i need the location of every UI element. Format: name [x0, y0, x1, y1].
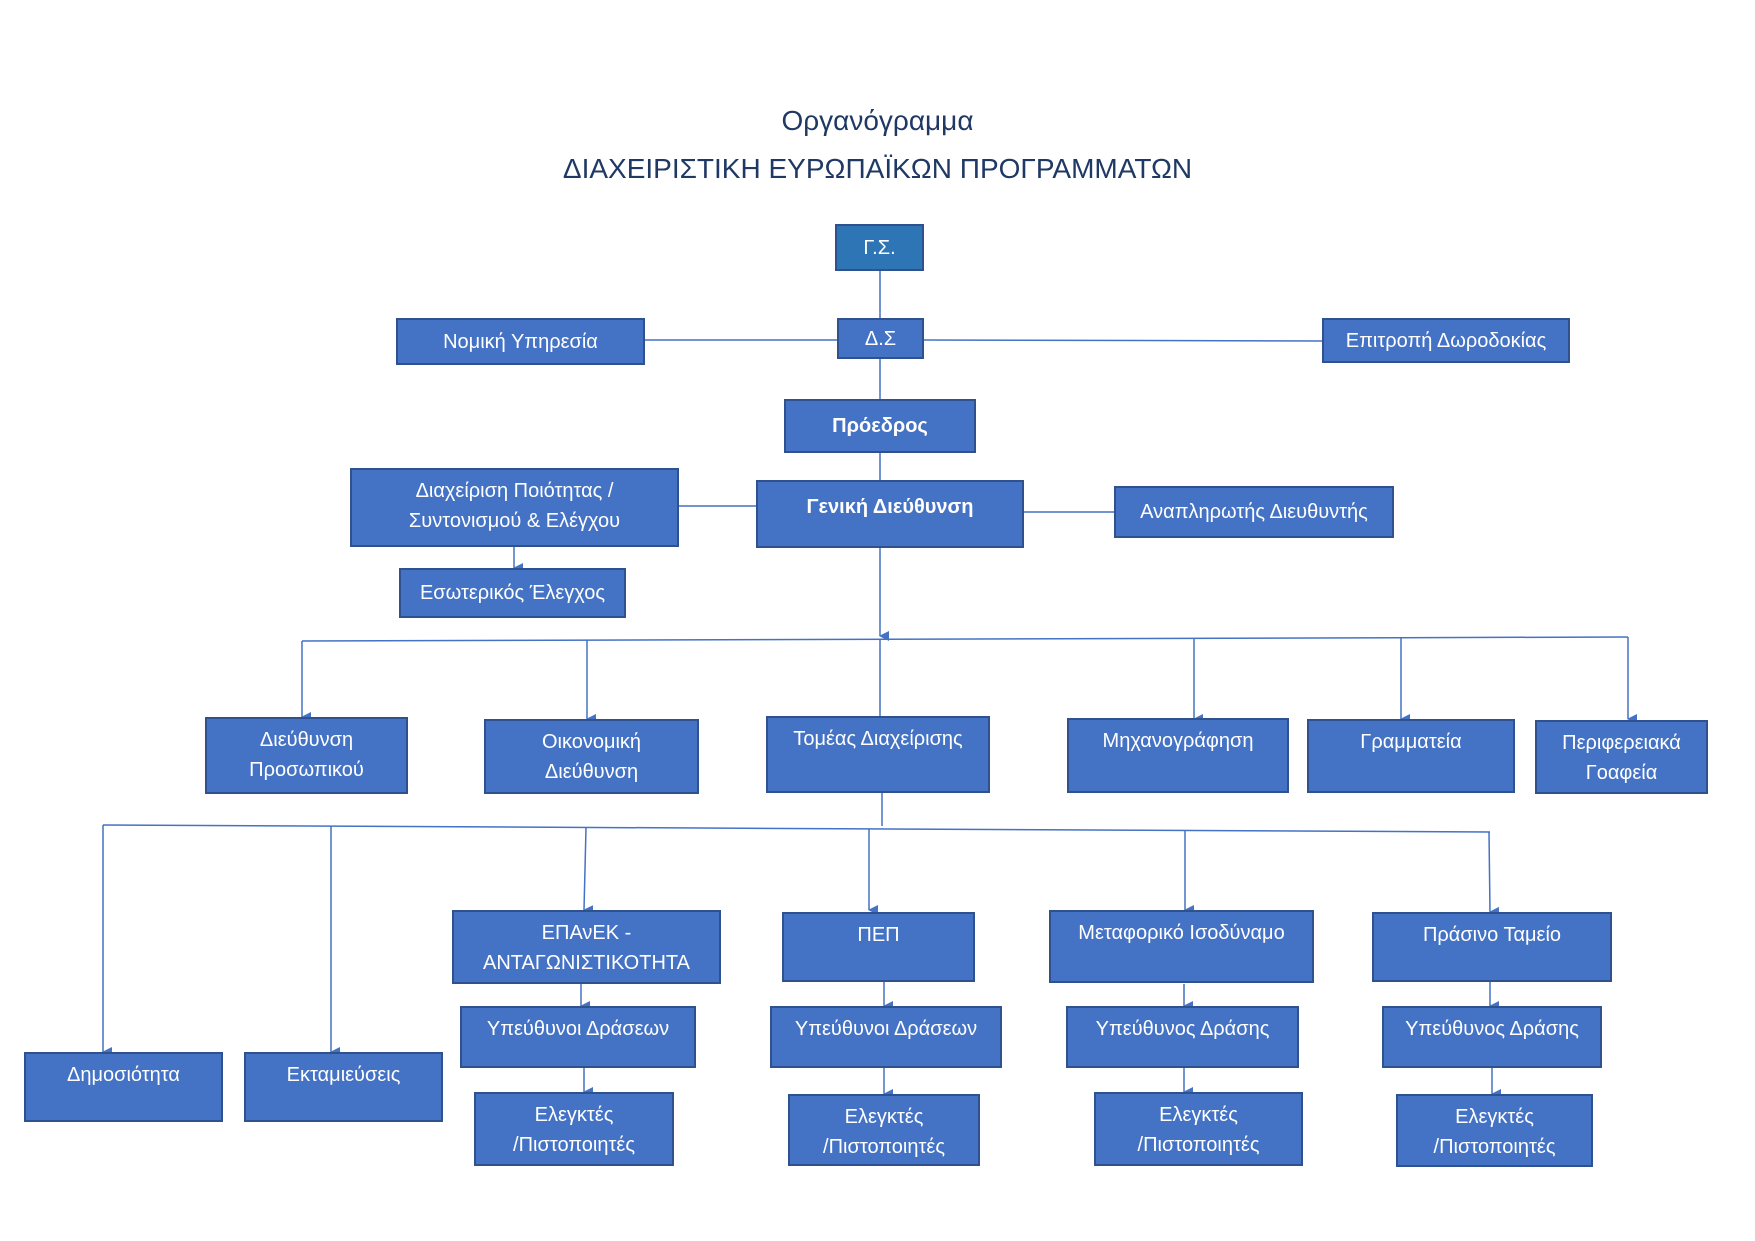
- node-president[interactable]: Πρόεδρος: [784, 399, 976, 453]
- chart-subtitle: ΔΙΑΧΕΙΡΙΣΤΙΚΗ ΕΥΡΩΠΑΪΚΩΝ ΠΡΟΓΡΑΜΜΑΤΩΝ: [562, 153, 1193, 184]
- node-pep[interactable]: ΠΕΠ: [782, 912, 975, 982]
- node-legal[interactable]: Νομική Υπηρεσία: [396, 318, 645, 365]
- node-transport-officer[interactable]: Υπεύθυνος Δράσης: [1066, 1006, 1299, 1068]
- node-general-management[interactable]: Γενική Διεύθυνση: [756, 480, 1024, 548]
- node-epanek-auditors[interactable]: Ελεγκτές /Πιστοποιητές: [474, 1092, 674, 1166]
- chart-title: Οργανόγραμμα: [781, 105, 974, 136]
- node-pep-auditors[interactable]: Ελεγκτές /Πιστοποιητές: [788, 1094, 980, 1166]
- node-green-fund[interactable]: Πράσινο Ταμείο: [1372, 912, 1612, 982]
- node-bribery[interactable]: Επιτροπή Δωροδοκίας: [1322, 318, 1570, 363]
- drop-green: [1488, 831, 1500, 917]
- node-hr[interactable]: Διεύθυνση Προσωπικού: [205, 717, 408, 794]
- bus-directorates: [301, 636, 1629, 642]
- node-finance[interactable]: Οικονομική Διεύθυνση: [484, 719, 699, 794]
- node-quality-management[interactable]: Διαχείριση Ποιότητας / Συντονισμού & Ελέ…: [350, 468, 679, 547]
- bus-programs: [102, 824, 1491, 833]
- node-transport[interactable]: Μεταφορικό Ισοδύναμο: [1049, 910, 1314, 983]
- node-gs[interactable]: Γ.Σ.: [835, 224, 924, 271]
- node-pep-officers[interactable]: Υπεύθυνοι Δράσεων: [770, 1006, 1002, 1068]
- node-regional-offices[interactable]: Περιφερειακά Γοαφεία: [1535, 720, 1708, 794]
- node-epanek-officers[interactable]: Υπεύθυνοι Δράσεων: [460, 1006, 696, 1068]
- node-deputy-director[interactable]: Αναπληρωτής Διευθυντής: [1114, 486, 1394, 538]
- node-transport-auditors[interactable]: Ελεγκτές /Πιστοποιητές: [1094, 1092, 1303, 1166]
- connector-ds-bribery: [922, 339, 1324, 342]
- node-disbursements[interactable]: Εκταμιεύσεις: [244, 1052, 443, 1122]
- drop-epanek: [583, 827, 594, 916]
- node-management-sector[interactable]: Τομέας Διαχείρισης: [766, 716, 990, 793]
- node-secretariat[interactable]: Γραμματεία: [1307, 719, 1515, 793]
- node-green-auditors[interactable]: Ελεγκτές /Πιστοποιητές: [1396, 1094, 1593, 1167]
- node-green-officer[interactable]: Υπεύθυνος Δράσης: [1382, 1006, 1602, 1068]
- node-it[interactable]: Μηχανογράφηση: [1067, 718, 1289, 793]
- node-internal-audit[interactable]: Εσωτερικός Έλεγχος: [399, 568, 626, 618]
- node-epanek[interactable]: ΕΠΑνΕΚ - ΑΝΤΑΓΩΝΙΣΤΙΚΟΤΗΤΑ: [452, 910, 721, 984]
- node-publicity[interactable]: Δημοσιότητα: [24, 1052, 223, 1122]
- node-ds[interactable]: Δ.Σ: [837, 318, 924, 359]
